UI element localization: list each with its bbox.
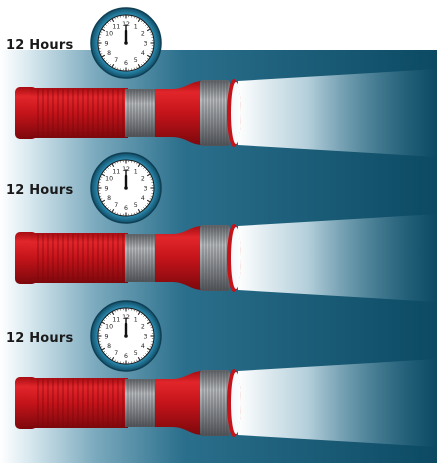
hours-label: 12 Hours bbox=[6, 38, 73, 53]
flashlight-head bbox=[155, 371, 203, 435]
flashlight-head bbox=[155, 81, 203, 145]
light-beam bbox=[238, 214, 437, 302]
clock-center bbox=[124, 41, 128, 45]
clock-numeral: 11 bbox=[112, 316, 120, 323]
clock-numeral: 5 bbox=[134, 57, 138, 64]
lens bbox=[231, 82, 241, 144]
clock-numeral: 1 bbox=[134, 316, 138, 323]
clock-numeral: 9 bbox=[105, 185, 109, 192]
flashlight-head bbox=[155, 226, 203, 290]
clock-numeral: 8 bbox=[107, 50, 111, 57]
lens bbox=[231, 372, 241, 434]
clock-numeral: 10 bbox=[105, 324, 113, 331]
clock-numeral: 2 bbox=[141, 31, 145, 38]
hours-label: 12 Hours bbox=[6, 183, 73, 198]
clock-numeral: 10 bbox=[105, 176, 113, 183]
clock-numeral: 5 bbox=[134, 202, 138, 209]
clock-numeral: 3 bbox=[144, 333, 148, 340]
clock-numeral: 8 bbox=[107, 195, 111, 202]
clock-numeral: 4 bbox=[141, 50, 145, 57]
clock-numeral: 9 bbox=[105, 333, 109, 340]
clock-numeral: 3 bbox=[144, 40, 148, 47]
clock-numeral: 1 bbox=[134, 168, 138, 175]
clock-numeral: 3 bbox=[144, 185, 148, 192]
clock-numeral: 10 bbox=[105, 31, 113, 38]
clock-icon: 121234567891011 bbox=[91, 8, 161, 78]
clock-numeral: 6 bbox=[124, 353, 128, 360]
lens bbox=[231, 227, 241, 289]
light-beam bbox=[238, 359, 437, 447]
clock-numeral: 1 bbox=[134, 23, 138, 30]
clock-numeral: 7 bbox=[114, 202, 118, 209]
clock-numeral: 11 bbox=[112, 23, 120, 30]
clock-center bbox=[124, 186, 128, 190]
clock-numeral: 11 bbox=[112, 168, 120, 175]
clock-numeral: 7 bbox=[114, 350, 118, 357]
clock-center bbox=[124, 334, 128, 338]
clock-numeral: 2 bbox=[141, 324, 145, 331]
light-beam bbox=[238, 69, 437, 157]
hours-label: 12 Hours bbox=[6, 331, 73, 346]
clock-numeral: 9 bbox=[105, 40, 109, 47]
clock-numeral: 6 bbox=[124, 205, 128, 212]
clock-numeral: 6 bbox=[124, 60, 128, 67]
clock-numeral: 5 bbox=[134, 350, 138, 357]
clock-icon: 121234567891011 bbox=[91, 301, 161, 371]
clock-numeral: 7 bbox=[114, 57, 118, 64]
clock-numeral: 4 bbox=[141, 195, 145, 202]
clock-numeral: 2 bbox=[141, 176, 145, 183]
clock-icon: 121234567891011 bbox=[91, 153, 161, 223]
clock-numeral: 4 bbox=[141, 343, 145, 350]
clock-numeral: 8 bbox=[107, 343, 111, 350]
